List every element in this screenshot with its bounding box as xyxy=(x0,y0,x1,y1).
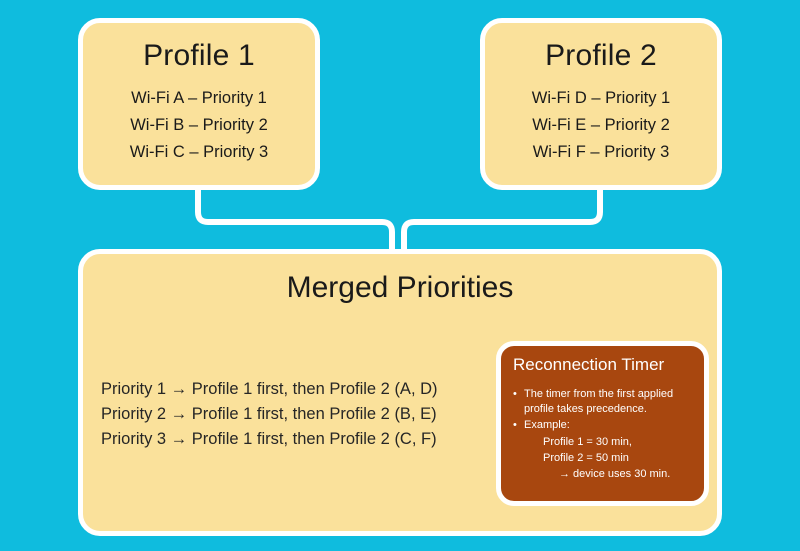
merged-priorities-card: Merged Priorities Priority 1 → Profile 1… xyxy=(78,249,722,536)
merged-priority-line: Priority 3 → Profile 1 first, then Profi… xyxy=(101,430,437,448)
reconnection-timer-body: The timer from the first applied profile… xyxy=(511,387,704,482)
profile-2-network-line: Wi-Fi E – Priority 2 xyxy=(532,116,670,134)
connector-profile-1 xyxy=(195,190,395,252)
reconnection-timer-card: Reconnection Timer The timer from the fi… xyxy=(496,341,709,506)
connector-profile-2 xyxy=(401,190,603,252)
reconnection-timer-example-line: Profile 1 = 30 min, xyxy=(543,436,632,448)
profile-card-2: Profile 2 Wi-Fi D – Priority 1 Wi-Fi E –… xyxy=(480,18,722,190)
profile-2-network-line: Wi-Fi F – Priority 3 xyxy=(532,143,670,161)
merged-priorities-title: Merged Priorities xyxy=(286,271,514,304)
profile-2-network-line: Wi-Fi D – Priority 1 xyxy=(531,89,671,107)
profile-2-title: Profile 2 xyxy=(545,39,657,72)
reconnection-timer-bullet: The timer from the first applied profile… xyxy=(511,387,704,417)
merged-priority-line: Priority 1 → Profile 1 first, then Profi… xyxy=(101,380,438,398)
reconnection-timer-bullet: Example: xyxy=(511,418,704,433)
profile-1-network-list: Wi-Fi A – Priority 1 Wi-Fi B – Priority … xyxy=(83,85,315,166)
merged-priority-list: Priority 1 → Profile 1 first, then Profi… xyxy=(101,377,501,452)
profile-1-network-line: Wi-Fi C – Priority 3 xyxy=(129,143,269,161)
reconnection-timer-title: Reconnection Timer xyxy=(513,355,665,374)
merged-priority-line: Priority 2 → Profile 1 first, then Profi… xyxy=(101,405,437,423)
profile-1-network-line: Wi-Fi B – Priority 2 xyxy=(130,116,268,134)
reconnection-timer-example-line: Profile 2 = 50 min xyxy=(543,452,629,464)
profile-1-network-line: Wi-Fi A – Priority 1 xyxy=(131,89,267,107)
reconnection-timer-result: → device uses 30 min. xyxy=(559,468,671,480)
profile-2-network-list: Wi-Fi D – Priority 1 Wi-Fi E – Priority … xyxy=(485,85,717,166)
profile-card-1: Profile 1 Wi-Fi A – Priority 1 Wi-Fi B –… xyxy=(78,18,320,190)
profile-1-title: Profile 1 xyxy=(143,39,255,72)
